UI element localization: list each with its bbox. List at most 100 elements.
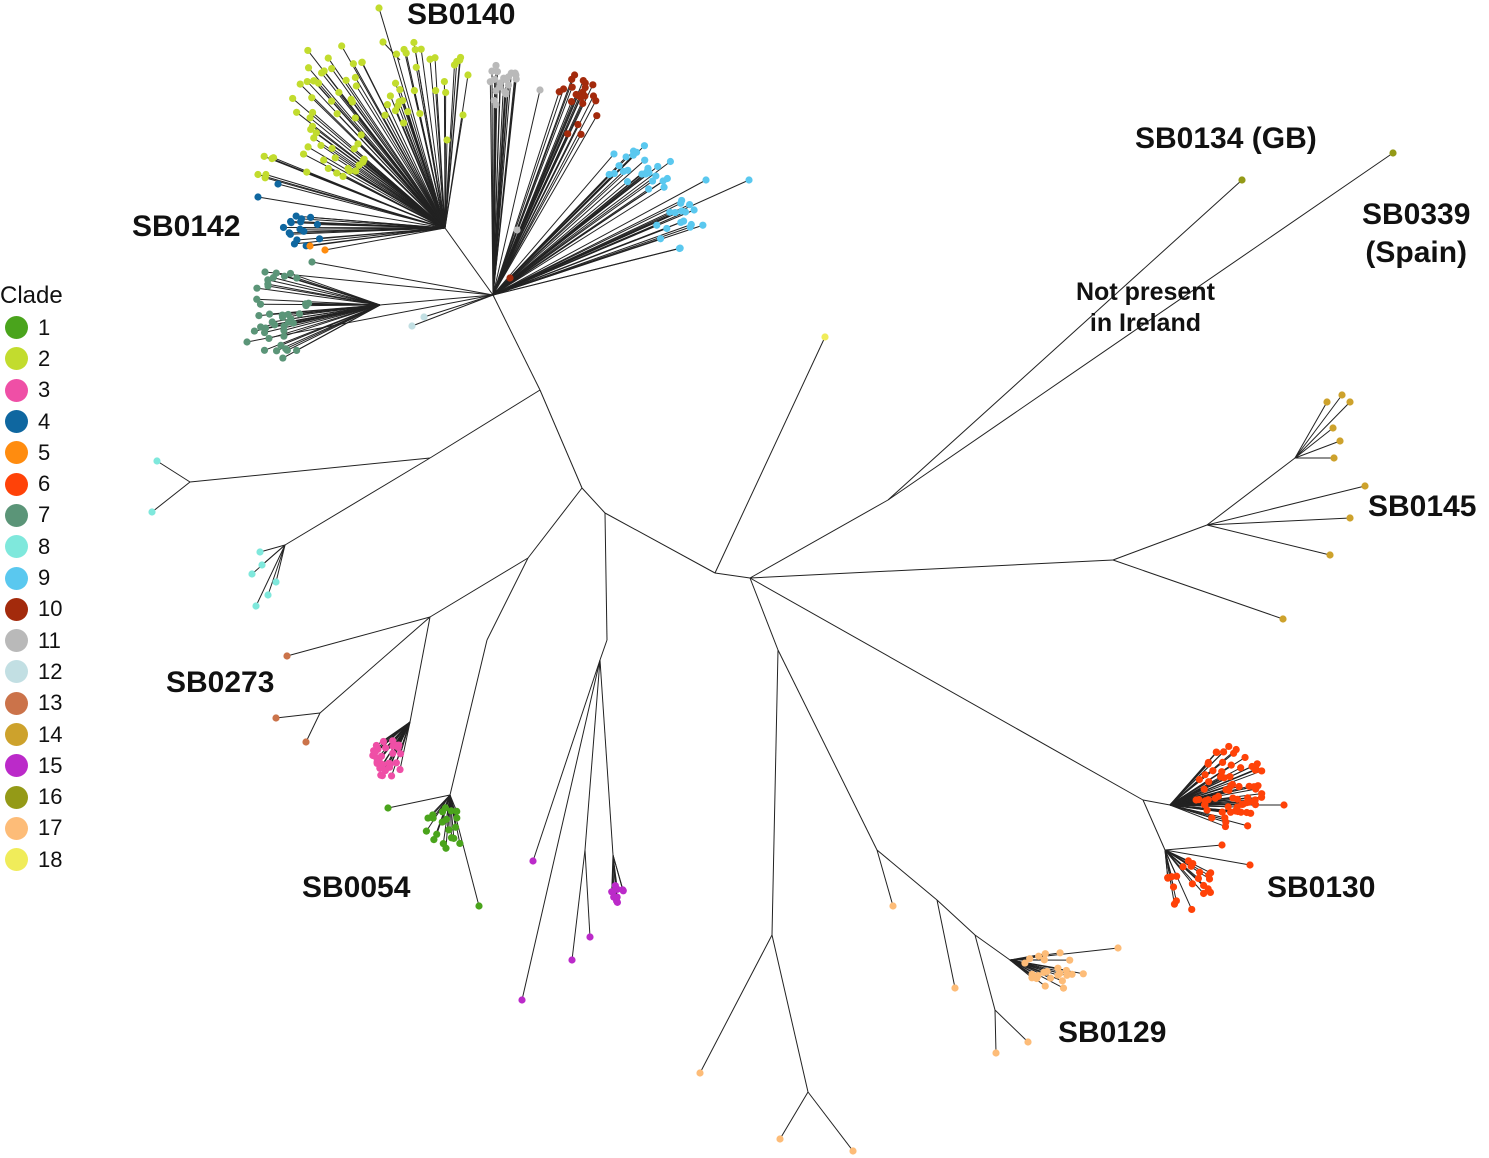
branch: [296, 215, 446, 229]
tip-clade-7: [289, 319, 297, 327]
branch: [1164, 849, 1204, 894]
tip-clade-15: [609, 888, 617, 896]
tip-clade-10: [568, 83, 576, 91]
legend-item-clade-14: 14: [0, 719, 63, 750]
tip-clade-4: [300, 227, 308, 235]
tip-clade-11: [536, 86, 544, 94]
tip-clade-6: [1233, 795, 1242, 803]
branch: [379, 294, 494, 306]
branch: [341, 45, 446, 229]
tip-clade-1: [442, 815, 451, 823]
tip-clade-6: [1209, 767, 1217, 775]
tip-clade-5: [306, 242, 314, 250]
tip-clade-4: [274, 180, 282, 188]
tip-clade-6: [1243, 808, 1251, 817]
legend-item-clade-17: 17: [0, 813, 63, 844]
tip-clade-9: [677, 218, 685, 227]
branch: [492, 115, 598, 296]
legend-label: 17: [38, 815, 63, 841]
tip-clade-4: [254, 193, 262, 201]
branch: [699, 934, 773, 1074]
legend-item-clade-15: 15: [0, 750, 63, 781]
tip-clade-4: [292, 212, 300, 220]
branch: [429, 389, 541, 459]
tip-clade-6: [1218, 758, 1227, 767]
tip-clade-1: [438, 808, 447, 816]
tip-clade-6: [1225, 786, 1233, 794]
label-not-present: Not present in Ireland: [1076, 277, 1215, 340]
tip-clade-2: [352, 167, 360, 175]
tip-clade-2: [308, 94, 316, 102]
tip-clade-2: [381, 111, 389, 119]
branch: [319, 227, 446, 240]
tip-clade-15: [619, 887, 627, 895]
tip-clade-15: [518, 996, 526, 1004]
legend-label: 9: [38, 565, 51, 591]
tip-clade-9: [605, 170, 613, 179]
tip-clade-7: [253, 284, 261, 292]
tip-clade-1: [475, 902, 483, 910]
tip-clade-6: [1224, 803, 1232, 811]
tip-clade-6: [1200, 785, 1208, 793]
tip-clade-7: [301, 300, 310, 308]
tip-clade-2: [459, 111, 467, 119]
branch: [286, 616, 431, 657]
tip-clade-9: [671, 208, 679, 217]
branch: [267, 283, 381, 306]
tip-clade-8: [258, 561, 266, 569]
tip-clade-2: [410, 38, 418, 47]
tip-clade-2: [327, 97, 336, 105]
branch: [771, 649, 779, 936]
branch: [527, 487, 583, 559]
branch: [604, 512, 608, 641]
tip-clade-1: [430, 836, 438, 844]
tip-clade-10: [581, 83, 589, 92]
tip-clade-7: [279, 354, 287, 362]
tip-clade-9: [648, 177, 657, 185]
tip-clade-2: [351, 114, 359, 122]
branch: [263, 155, 446, 229]
branch: [267, 279, 381, 306]
tip-clade-9: [666, 208, 674, 216]
branch: [402, 100, 446, 229]
legend-item-clade-12: 12: [0, 656, 63, 687]
tip-clade-17: [1068, 970, 1076, 978]
tip-clade-1: [451, 823, 460, 831]
branch: [324, 227, 446, 251]
tip-clade-2: [310, 77, 318, 85]
tip-clade-6: [1194, 874, 1203, 883]
tip-clade-7: [282, 345, 290, 353]
tip-clade-14: [1323, 398, 1331, 406]
tip-clade-2: [352, 82, 360, 90]
tip-clade-6: [1258, 790, 1266, 798]
branch: [714, 336, 826, 574]
tip-clade-1: [424, 814, 432, 822]
tip-clade-2: [333, 110, 341, 118]
legend-item-clade-7: 7: [0, 500, 63, 531]
tip-clade-6: [1237, 764, 1245, 772]
tip-clade-2: [254, 170, 262, 179]
tip-clade-6: [1206, 888, 1215, 897]
branch: [1206, 457, 1296, 526]
tip-clade-6: [1214, 792, 1222, 800]
tip-clade-6: [1221, 822, 1230, 831]
tip-clade-17: [1046, 974, 1055, 982]
tip-clade-17: [1066, 956, 1074, 964]
tip-clade-1: [445, 826, 453, 834]
branch: [1206, 524, 1331, 556]
tip-clade-17: [1062, 966, 1070, 975]
tip-clade-14: [1346, 398, 1354, 406]
tip-clade-2: [450, 61, 459, 69]
tip-clade-9: [624, 166, 632, 174]
tip-clade-6: [1226, 808, 1235, 816]
legend-swatch: [5, 441, 28, 465]
branch: [994, 1009, 997, 1054]
tip-clade-2: [360, 155, 368, 163]
tip-clade-2: [333, 169, 341, 177]
legend-item-clade-16: 16: [0, 781, 63, 812]
legend-label: 7: [38, 502, 51, 528]
branch: [876, 849, 894, 907]
branch: [492, 224, 657, 296]
tip-clade-1: [450, 834, 458, 842]
